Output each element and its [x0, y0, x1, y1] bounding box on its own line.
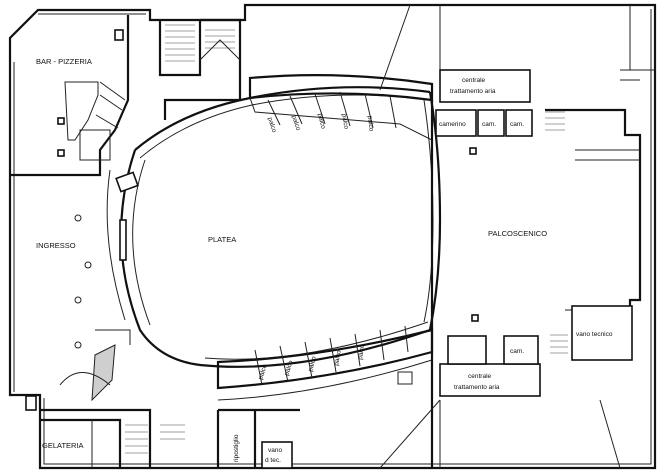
palco-bottom-label-4: palco — [333, 349, 343, 366]
cam-label-2: cam. — [510, 121, 524, 128]
cam-label-1: cam. — [482, 121, 496, 128]
centrale-top-room — [439, 69, 531, 103]
palco-bottom-label-2: palco — [283, 359, 295, 376]
ripostiglio-label: ripostiglio — [233, 434, 240, 462]
centrale-bottom-label-2: trattamento aria — [454, 384, 500, 391]
centrale-top-label-2: trattamento aria — [450, 88, 496, 95]
gelateria-label: GELATERIA — [42, 441, 84, 450]
palco-top-label-1: palco — [266, 116, 278, 133]
palchi-top-labels: palco palco palco palco palco — [266, 113, 375, 134]
centrale-bottom-room — [439, 305, 633, 397]
ingresso-label: INGRESSO — [36, 241, 76, 250]
platea-walls — [106, 86, 442, 368]
palco-top-label-2: palco — [290, 114, 302, 131]
palco-top-label-3: palco — [316, 113, 327, 130]
outer-walls — [8, 3, 657, 470]
palcoscenico-label: PALCOSCENICO — [488, 229, 547, 238]
palchi-bottom-band — [216, 325, 434, 401]
bar-pizzeria-area — [10, 15, 130, 177]
gelateria-area — [40, 408, 185, 468]
top-service-block — [158, 18, 242, 120]
centrale-top-label-1: centrale — [462, 77, 486, 84]
camerino-row — [435, 109, 565, 137]
platea-label: PLATEA — [208, 235, 236, 244]
vano-tecnico-label: vano tecnico — [576, 331, 613, 338]
palco-bottom-label-5: palco — [357, 344, 366, 361]
palco-top-label-4: palco — [340, 113, 350, 130]
vano-tec-label-2: d tec. — [265, 457, 281, 464]
palchi-bottom-labels: palco palco palco palco palco — [257, 344, 366, 381]
vano-tec-label-1: vano — [268, 447, 282, 454]
stage-area — [379, 4, 655, 469]
camerino-label: camerino — [439, 121, 466, 128]
ingresso-area — [25, 214, 131, 411]
palco-top-label-5: palco — [366, 115, 375, 132]
cam-label-3: cam. — [510, 348, 524, 355]
palco-bottom-label-3: palco — [307, 355, 318, 372]
palco-bottom-label-1: palco — [257, 363, 269, 380]
ripostiglio-room — [216, 408, 300, 469]
room-labels: BAR - PIZZERIA INGRESSO PLATEA PALCOSCEN… — [36, 57, 613, 464]
centrale-bottom-label-1: centrale — [468, 373, 492, 380]
bar-pizzeria-label: BAR - PIZZERIA — [36, 57, 92, 66]
